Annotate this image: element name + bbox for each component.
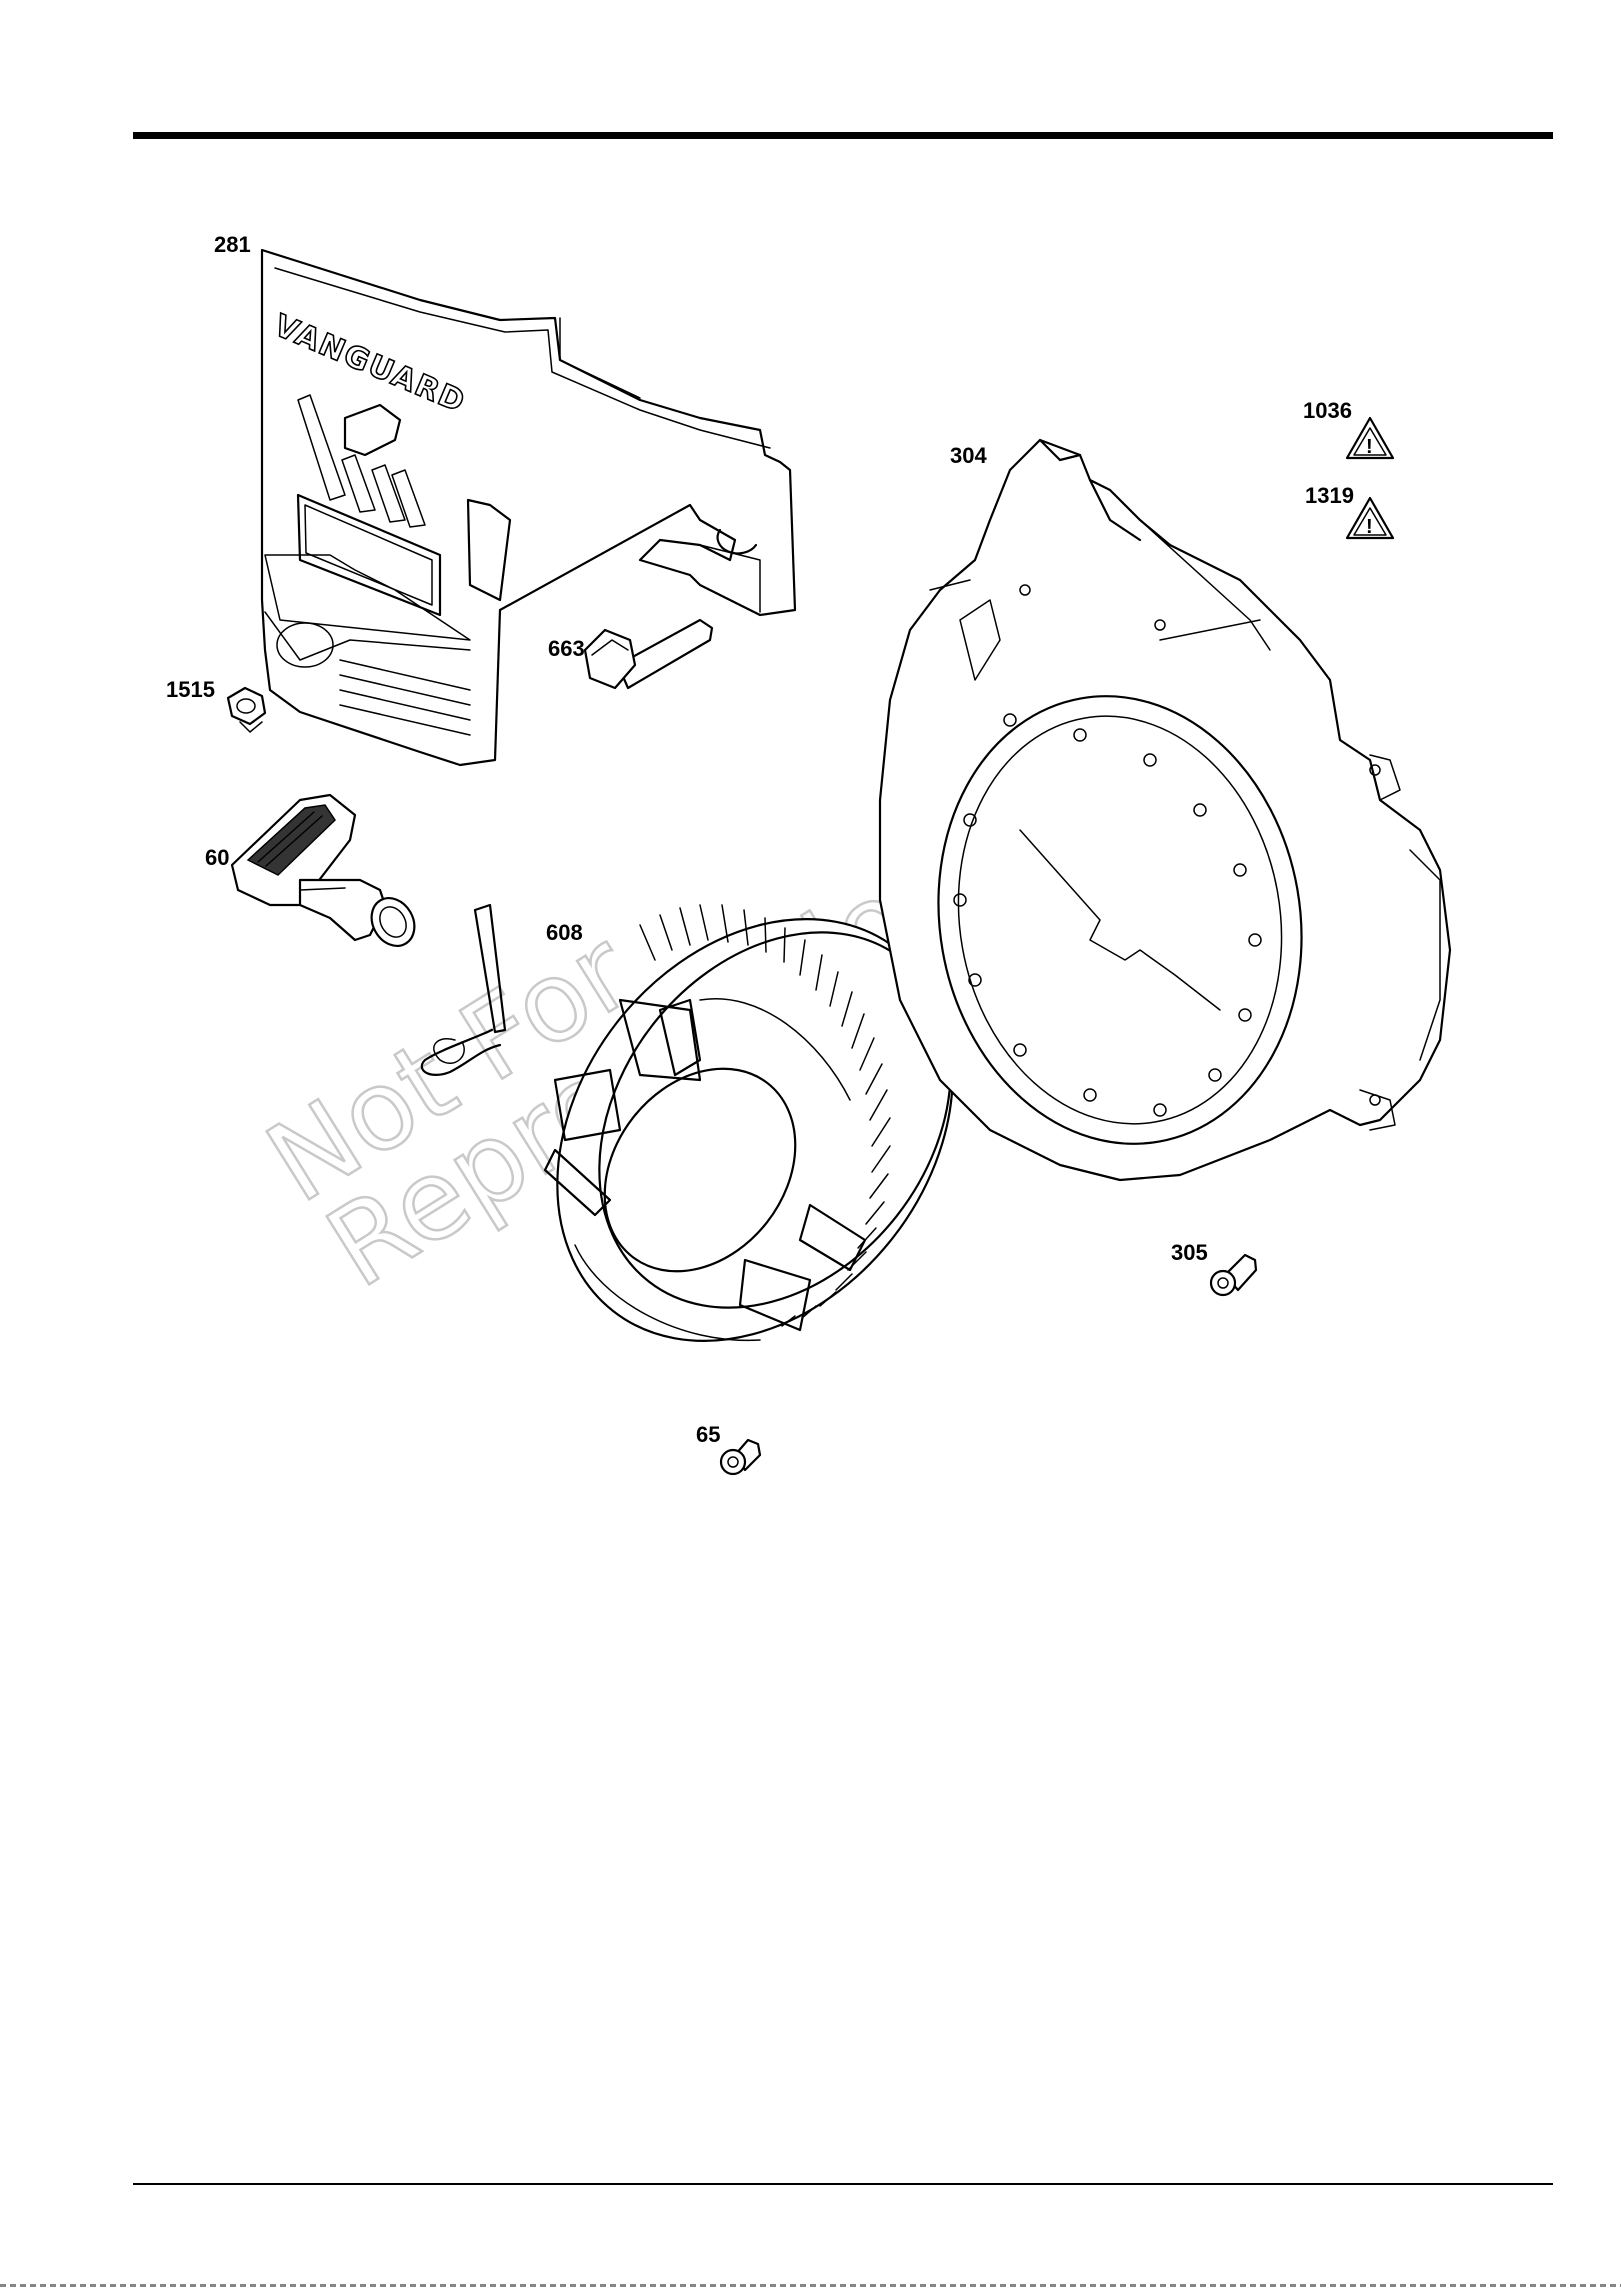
- part-304-blower-housing: [880, 440, 1450, 1180]
- callout-663: 663: [548, 636, 585, 661]
- callout-1036: 1036: [1303, 398, 1352, 423]
- part-65-screw: [721, 1440, 760, 1474]
- scan-edge-artifact: [0, 2284, 1621, 2287]
- svg-text:!: !: [1366, 436, 1373, 458]
- part-1515-nut: [228, 688, 265, 732]
- callout-304: 304: [950, 443, 987, 468]
- svg-text:!: !: [1366, 516, 1373, 538]
- callout-1319: 1319: [1305, 483, 1354, 508]
- callout-608: 608: [546, 920, 583, 945]
- part-663-screw: [585, 620, 712, 688]
- part-305-screw: [1211, 1255, 1256, 1295]
- part-1036-warning-label: !: [1347, 418, 1393, 458]
- callout-305: 305: [1171, 1240, 1208, 1265]
- part-60-starter-handle: [232, 795, 423, 954]
- callout-65: 65: [696, 1422, 720, 1447]
- part-281-blower-housing-cover: VANGUARD: [262, 250, 795, 765]
- footer-rule: [133, 2183, 1553, 2185]
- callout-281: 281: [214, 232, 251, 257]
- callout-60: 60: [205, 845, 229, 870]
- callout-1515: 1515: [166, 677, 215, 702]
